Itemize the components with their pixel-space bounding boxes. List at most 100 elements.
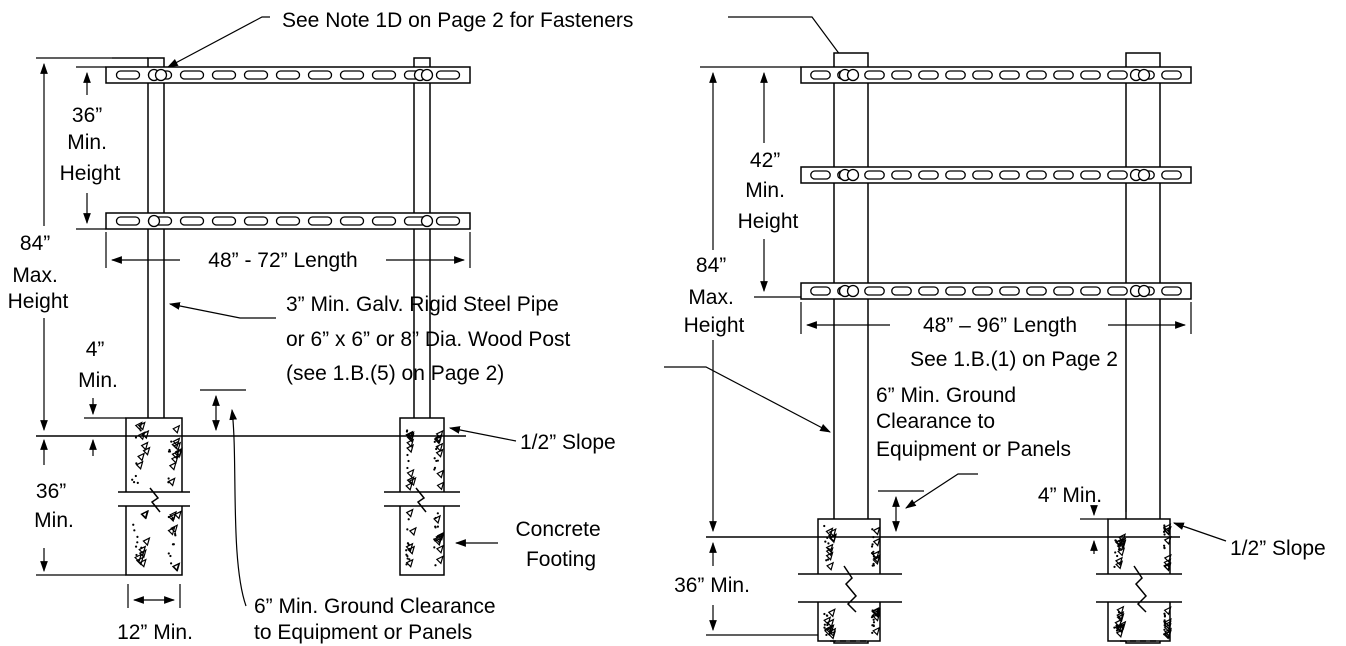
aggregate-mark <box>434 516 437 520</box>
aggregate-mark <box>173 510 182 520</box>
left-max-height: 84” Max. Height <box>8 232 69 313</box>
left-footing-label: Concrete Footing <box>515 518 606 571</box>
rail-slot <box>1053 70 1074 80</box>
aggregate-mark <box>871 528 874 531</box>
rail-slot <box>339 70 365 80</box>
aggregate-mark <box>1118 539 1127 549</box>
aggregate-mark <box>825 551 834 561</box>
aggregate-mark <box>433 435 442 445</box>
aggregate-mark <box>435 442 444 452</box>
aggregate-mark <box>1163 558 1172 568</box>
aggregate-mark <box>141 553 144 557</box>
aggregate-mark <box>406 542 410 545</box>
aggregate-mark <box>872 608 881 618</box>
rail-slot <box>1026 286 1047 296</box>
rail-slot <box>275 70 301 80</box>
fastener-leader-right <box>728 16 850 68</box>
aggregate-mark <box>134 553 143 563</box>
aggregate-mark <box>872 618 875 621</box>
aggregate-mark <box>435 544 444 554</box>
rail-slot <box>918 286 939 296</box>
aggregate-mark <box>1116 613 1125 623</box>
aggregate-mark <box>135 553 138 557</box>
rail-slot <box>972 170 993 180</box>
aggregate-mark <box>405 508 414 518</box>
right-footing-2 <box>1096 518 1182 642</box>
aggregate-mark <box>142 446 151 456</box>
rail-slot <box>339 216 365 226</box>
right-length-note: See 1.B.(1) on Page 2 <box>910 348 1118 371</box>
aggregate-mark <box>141 509 150 520</box>
left-footing-width: 12” Min. <box>117 621 193 644</box>
rail-slot <box>864 70 885 80</box>
rail-slot <box>810 170 831 180</box>
aggregate-mark <box>1114 539 1117 542</box>
aggregate-mark <box>825 543 834 553</box>
aggregate-mark <box>406 466 409 470</box>
rail-slot <box>1107 170 1128 180</box>
fastener-hole <box>846 284 860 298</box>
aggregate-mark <box>1163 612 1166 615</box>
aggregate-mark <box>1118 616 1121 619</box>
right-length: 48” – 96” Length <box>923 314 1077 337</box>
aggregate-mark <box>136 481 139 485</box>
fastener-hole <box>1137 284 1151 298</box>
aggregate-mark <box>405 481 414 491</box>
aggregate-mark <box>433 457 436 460</box>
rail-slot <box>115 216 141 226</box>
rail-slot <box>307 216 333 226</box>
fastener-hole <box>147 214 161 228</box>
aggregate-mark <box>872 536 875 539</box>
aggregate-mark <box>1163 525 1172 536</box>
aggregate-mark <box>405 558 414 568</box>
aggregate-mark <box>170 440 173 443</box>
rail-slot <box>1053 286 1074 296</box>
aggregate-mark <box>1163 535 1172 546</box>
aggregate-mark <box>872 526 881 536</box>
aggregate-mark <box>137 431 146 441</box>
aggregate-mark <box>1162 530 1166 533</box>
rail-slot <box>1080 286 1101 296</box>
right-post-spec-leader <box>664 366 831 433</box>
aggregate-mark <box>1163 524 1166 527</box>
aggregate-mark <box>1114 556 1123 566</box>
left-footing-1 <box>118 417 190 576</box>
rail-slot <box>891 70 912 80</box>
aggregate-mark <box>1113 565 1116 568</box>
aggregate-mark <box>823 616 832 626</box>
aggregate-mark <box>1163 547 1166 550</box>
fastener-hole <box>846 168 860 182</box>
right-footing-1 <box>798 518 902 642</box>
aggregate-mark <box>407 459 410 463</box>
rail-slot <box>371 70 397 80</box>
rail-slot <box>1026 70 1047 80</box>
aggregate-mark <box>133 529 136 532</box>
aggregate-mark <box>136 535 139 538</box>
aggregate-mark <box>435 448 444 458</box>
aggregate-mark <box>1163 628 1166 631</box>
aggregate-mark <box>1118 537 1127 547</box>
left-length: 48” - 72” Length <box>208 249 357 272</box>
aggregate-mark <box>825 547 834 557</box>
rail-slot <box>1161 170 1182 180</box>
aggregate-mark <box>1163 620 1166 623</box>
aggregate-mark <box>406 468 415 479</box>
aggregate-mark <box>135 462 138 465</box>
aggregate-mark <box>826 561 835 571</box>
aggregate-mark <box>1116 554 1119 558</box>
aggregate-mark <box>406 429 409 432</box>
rail-slot <box>1026 170 1047 180</box>
aggregate-mark <box>406 453 409 457</box>
aggregate-mark <box>872 537 881 547</box>
aggregate-mark <box>1163 553 1172 564</box>
rail-slot <box>435 216 461 226</box>
rail-slot <box>864 170 885 180</box>
aggregate-mark <box>826 536 829 540</box>
fastener-hole <box>420 214 434 228</box>
rail-slot <box>864 286 885 296</box>
rail-slot <box>918 170 939 180</box>
aggregate-mark <box>1114 618 1123 628</box>
aggregate-mark <box>408 526 417 537</box>
aggregate-mark <box>134 474 137 478</box>
aggregate-mark <box>171 543 175 546</box>
